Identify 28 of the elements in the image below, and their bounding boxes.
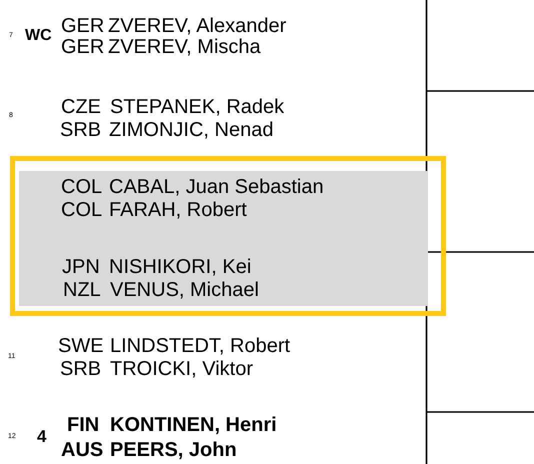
- seed-number: 4: [37, 428, 46, 445]
- entry-status: WC: [25, 28, 52, 44]
- country-code: SRB: [60, 120, 102, 140]
- country-code: SRB: [60, 359, 102, 380]
- player-name: FARAH, Robert: [109, 200, 247, 220]
- country-code: COL: [61, 200, 102, 220]
- player-name: KONTINEN, Henri: [110, 415, 277, 436]
- player-name: NISHIKORI, Kei: [109, 257, 252, 278]
- country-code: FIN: [67, 415, 100, 436]
- country-code: CZE: [61, 97, 101, 118]
- player-name: TROICKI, Viktor: [110, 359, 253, 380]
- country-code: NZL: [63, 280, 101, 300]
- player-name: ZVEREV, Alexander: [108, 16, 286, 36]
- player-name: LINDSTEDT, Robert: [110, 336, 290, 356]
- player-name: ZVEREV, Mischa: [108, 37, 261, 58]
- country-code: AUS: [61, 440, 104, 460]
- country-code: GER: [61, 16, 104, 36]
- highlight-frame: [10, 156, 446, 316]
- player-name: VENUS, Michael: [110, 280, 259, 300]
- player-name: ZIMONJIC, Nenad: [109, 120, 274, 140]
- shaded-panel: [19, 171, 428, 306]
- country-code: GER: [61, 37, 104, 58]
- player-name: CABAL, Juan Sebastian: [109, 177, 324, 198]
- country-code: JPN: [62, 257, 100, 278]
- country-code: COL: [61, 177, 102, 198]
- player-name: STEPANEK, Radek: [110, 97, 284, 118]
- player-name: PEERS, John: [110, 440, 237, 460]
- country-code: SWE: [58, 336, 104, 356]
